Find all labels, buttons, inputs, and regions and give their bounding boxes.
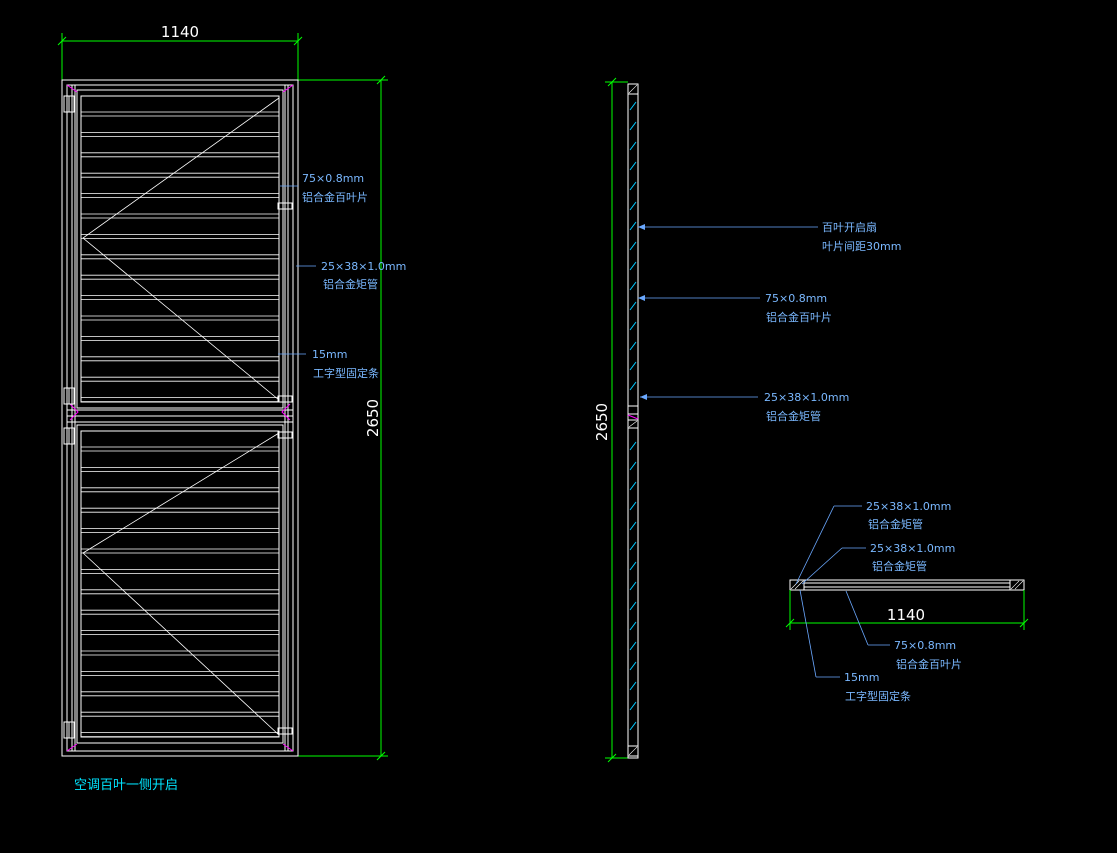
lower-leaf-slats bbox=[81, 446, 279, 737]
side-profile bbox=[627, 83, 639, 759]
plan-strip-callout-line1: 15mm bbox=[844, 671, 879, 684]
front-tube-callout-line2: 铝合金矩管 bbox=[323, 277, 378, 291]
blade-tick bbox=[629, 281, 637, 291]
blade-tick bbox=[629, 521, 637, 531]
side-blade-callout-line1: 75×0.8mm bbox=[765, 292, 827, 305]
lower-leaf-opening-lines bbox=[82, 432, 280, 736]
blade-tick bbox=[629, 701, 637, 711]
upper-leaf-panel bbox=[80, 95, 280, 403]
front-view: 1140 2650 bbox=[57, 23, 406, 761]
side-leader-arrows bbox=[638, 224, 647, 400]
blade-tick bbox=[629, 381, 637, 391]
front-strip-callout-line1: 15mm bbox=[312, 348, 347, 361]
blade-tick bbox=[629, 241, 637, 251]
plan-tube-a-callout-line1: 25×38×1.0mm bbox=[866, 500, 951, 513]
front-leaders bbox=[278, 185, 316, 355]
front-outer-frame bbox=[61, 79, 299, 757]
plan-left-tube bbox=[789, 579, 805, 591]
blade-tick bbox=[629, 341, 637, 351]
front-width-dimension bbox=[57, 33, 303, 80]
drawing-caption: 空调百叶一侧开启 bbox=[74, 778, 178, 793]
side-top-cap bbox=[627, 83, 639, 95]
front-blade-callout-line1: 75×0.8mm bbox=[302, 172, 364, 185]
side-height-dimension bbox=[605, 77, 628, 763]
plan-tube-hatch bbox=[790, 580, 1024, 590]
plan-width-dim-text: 1140 bbox=[887, 606, 925, 624]
side-tube-callout-line2: 铝合金矩管 bbox=[766, 409, 821, 423]
side-view: 2650 百叶开启扇 叶片间距30mm 75×0.8mm 铝合金百叶 bbox=[593, 77, 901, 763]
blade-tick bbox=[629, 441, 637, 451]
blade-tick bbox=[629, 621, 637, 631]
side-blades bbox=[629, 101, 637, 731]
blade-tick bbox=[629, 321, 637, 331]
side-tube-callout-line1: 25×38×1.0mm bbox=[764, 391, 849, 404]
side-bottom-cap bbox=[627, 745, 639, 757]
blade-tick bbox=[629, 301, 637, 311]
side-cap-hatch bbox=[628, 84, 638, 756]
front-strip-callout-line2: 工字型固定条 bbox=[313, 366, 379, 380]
blade-tick bbox=[629, 661, 637, 671]
plan-tube-a-callout-line2: 铝合金矩管 bbox=[868, 517, 923, 531]
blade-tick bbox=[629, 161, 637, 171]
plan-view: 1140 25×38×1.0mm 铝合金矩管 25×38×1.0mm 铝合金矩管… bbox=[785, 500, 1029, 703]
blade-tick bbox=[629, 641, 637, 651]
front-blade-callout-line2: 铝合金百叶片 bbox=[302, 190, 368, 204]
plan-profile bbox=[789, 579, 1025, 591]
blade-tick bbox=[629, 681, 637, 691]
blade-tick bbox=[629, 221, 637, 231]
plan-leaders bbox=[795, 505, 890, 678]
plan-blade-callout-line1: 75×0.8mm bbox=[894, 639, 956, 652]
latch-icon bbox=[277, 202, 293, 735]
plan-tube-b-callout-line2: 铝合金矩管 bbox=[872, 559, 927, 573]
blade-tick bbox=[629, 561, 637, 571]
blade-tick bbox=[629, 261, 637, 271]
side-sash-callout-line1: 百叶开启扇 bbox=[822, 220, 877, 234]
side-mid-cap bbox=[627, 405, 639, 415]
plan-blade-callout-line2: 铝合金百叶片 bbox=[896, 657, 962, 671]
blade-tick bbox=[629, 501, 637, 511]
front-width-dim-text: 1140 bbox=[161, 23, 199, 41]
upper-leaf-frame bbox=[76, 89, 284, 409]
front-height-dim-text: 2650 bbox=[364, 399, 382, 437]
front-inner-frame bbox=[66, 84, 294, 752]
lower-leaf-panel bbox=[80, 430, 280, 738]
blade-tick bbox=[629, 361, 637, 371]
blade-tick bbox=[629, 541, 637, 551]
blade-tick bbox=[629, 721, 637, 731]
side-blade-callout-line2: 铝合金百叶片 bbox=[766, 310, 832, 324]
blade-tick bbox=[629, 141, 637, 151]
blade-tick bbox=[629, 181, 637, 191]
front-height-dimension bbox=[298, 75, 388, 761]
plan-strip-callout-line2: 工字型固定条 bbox=[845, 689, 911, 703]
upper-leaf bbox=[76, 89, 284, 409]
front-corner-joints bbox=[66, 84, 294, 752]
plan-tube-b-callout-line1: 25×38×1.0mm bbox=[870, 542, 955, 555]
front-mid-transom bbox=[67, 409, 293, 423]
side-height-dim-text: 2650 bbox=[593, 403, 611, 441]
lower-leaf-frame bbox=[76, 424, 284, 744]
side-mid-cap-lower bbox=[627, 419, 639, 429]
front-tube-callout-line1: 25×38×1.0mm bbox=[321, 260, 406, 273]
upper-leaf-opening-lines bbox=[82, 97, 280, 401]
blade-tick bbox=[629, 121, 637, 131]
side-joint bbox=[627, 414, 639, 420]
blade-tick bbox=[629, 601, 637, 611]
hinge-icon bbox=[63, 95, 75, 739]
blade-tick bbox=[629, 581, 637, 591]
blade-tick bbox=[629, 101, 637, 111]
blade-tick bbox=[629, 461, 637, 471]
plan-width-dimension bbox=[785, 590, 1029, 630]
blade-tick bbox=[629, 201, 637, 211]
lower-leaf bbox=[76, 424, 284, 744]
upper-leaf-slats bbox=[81, 111, 279, 403]
plan-right-tube bbox=[1009, 579, 1025, 591]
side-sash-callout-line2: 叶片间距30mm bbox=[822, 240, 901, 253]
side-leaders bbox=[638, 226, 818, 398]
blade-tick bbox=[629, 481, 637, 491]
